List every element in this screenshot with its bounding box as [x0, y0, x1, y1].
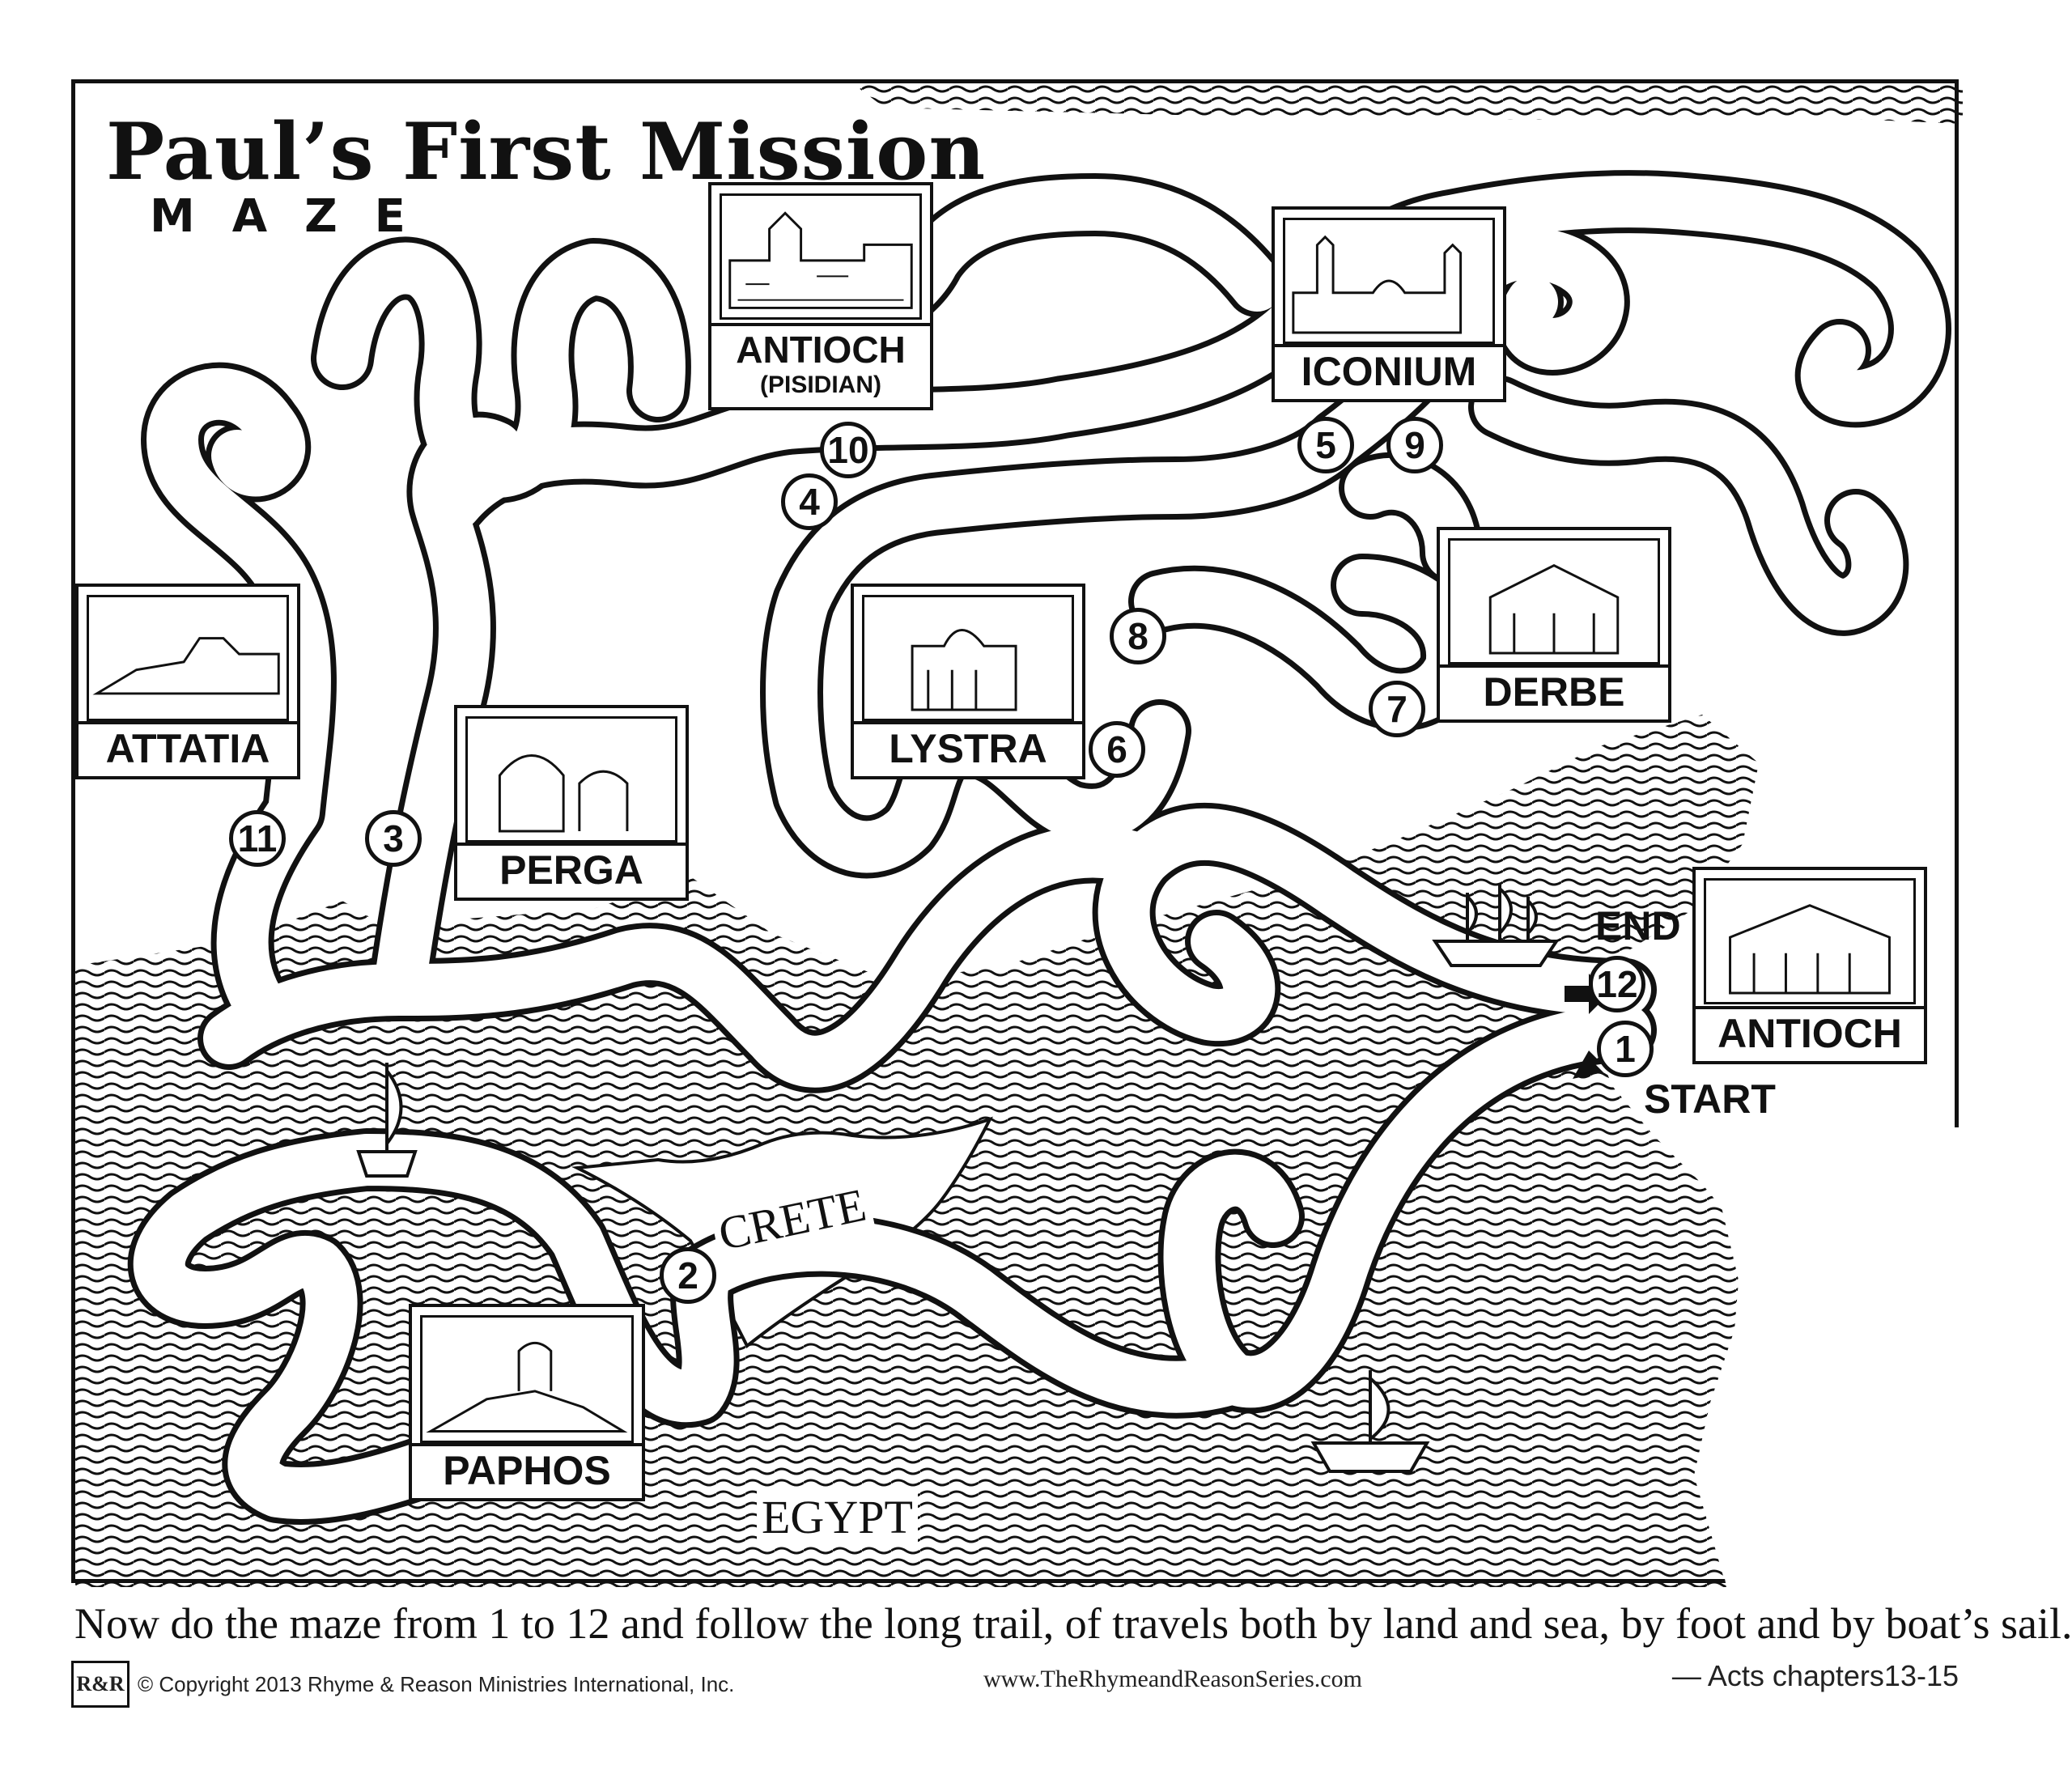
city-perga: PERGA	[454, 705, 689, 901]
city-label: PERGA	[457, 843, 686, 898]
stop-10: 10	[820, 422, 877, 478]
stop-9: 9	[1386, 417, 1443, 473]
city-illustration	[1283, 218, 1495, 344]
city-illustration	[720, 193, 922, 320]
copyright-text: © Copyright 2013 Rhyme & Reason Ministri…	[138, 1671, 735, 1696]
maze-map	[75, 83, 1963, 1587]
stop-7: 7	[1369, 681, 1425, 737]
sailing-ship-icon	[356, 1063, 418, 1178]
website-link[interactable]: www.TheRhymeandReasonSeries.com	[983, 1666, 1362, 1692]
city-label: LYSTRA	[854, 721, 1082, 776]
sailing-ship-icon	[1310, 1370, 1430, 1473]
city-label: DERBE	[1440, 664, 1668, 719]
city-illustration	[420, 1315, 634, 1443]
city-illustration	[1448, 538, 1660, 664]
page-subtitle: MAZE	[150, 190, 443, 243]
stop-4: 4	[781, 473, 838, 530]
city-paphos: PAPHOS	[409, 1304, 645, 1501]
city-label: ATTATIA	[79, 721, 297, 776]
city-illustration	[87, 595, 289, 721]
stop-5: 5	[1297, 417, 1354, 473]
instruction-caption: Now do the maze from 1 to 12 and follow …	[74, 1599, 2072, 1648]
maze-paths	[127, 170, 1951, 1525]
city-label: PAPHOS	[412, 1443, 642, 1498]
city-iconium: ICONIUM	[1272, 206, 1506, 402]
maze-frame: Paul’s First Mission MAZE ANTIOCH (PISID…	[71, 79, 1963, 1587]
logo-mark: R&R	[71, 1661, 130, 1708]
stop-1: 1	[1597, 1021, 1654, 1077]
scripture-reference: — Acts chapters13-15	[1671, 1659, 1959, 1692]
stop-2: 2	[660, 1247, 716, 1304]
city-antioch-pisidian: ANTIOCH (PISIDIAN)	[708, 182, 933, 410]
city-label: ICONIUM	[1275, 344, 1503, 399]
start-label: START	[1644, 1076, 1776, 1122]
egypt-label: EGYPT	[757, 1490, 918, 1544]
end-label: END	[1595, 903, 1681, 949]
stop-8: 8	[1110, 608, 1166, 664]
stop-12: 12	[1589, 956, 1645, 1012]
city-derbe: DERBE	[1437, 527, 1671, 723]
city-illustration	[1704, 878, 1916, 1004]
city-antioch: ANTIOCH	[1692, 867, 1927, 1064]
antioch-land	[1686, 1055, 1963, 1587]
stop-3: 3	[365, 810, 422, 867]
stop-11: 11	[229, 810, 286, 867]
copyright-line: R&R © Copyright 2013 Rhyme & Reason Mini…	[71, 1661, 734, 1708]
stop-6: 6	[1089, 721, 1145, 778]
city-label: ANTIOCH (PISIDIAN)	[711, 323, 930, 407]
city-lystra: LYSTRA	[851, 584, 1085, 779]
city-illustration	[862, 595, 1074, 721]
city-attatia: ATTATIA	[75, 584, 300, 779]
city-illustration	[465, 716, 677, 843]
sailing-ship-icon	[1432, 885, 1560, 967]
city-label: ANTIOCH	[1696, 1006, 1924, 1061]
